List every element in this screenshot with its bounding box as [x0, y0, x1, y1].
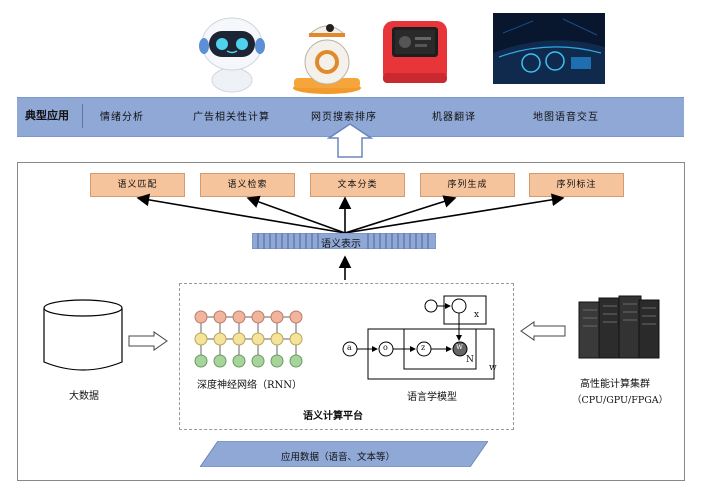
- semantic-representation-label: 语义表示: [321, 239, 361, 250]
- node-w: w: [456, 342, 463, 351]
- plate-w: w: [489, 363, 497, 373]
- plate-N: N: [466, 355, 474, 365]
- node-z: z: [421, 343, 426, 352]
- node-a: a: [347, 343, 352, 352]
- bb8-droid-image: [293, 24, 361, 94]
- linguistic-model-label: 语言学模型: [407, 392, 457, 403]
- server-cluster-image: [578, 295, 660, 359]
- bar-divider: [82, 104, 83, 128]
- app-item-emotion-analysis: 情绪分析: [100, 112, 144, 123]
- smart-display-image: [383, 21, 447, 83]
- task-semantic-retrieval: 语义检索: [200, 173, 295, 197]
- big-data-cylinder: [43, 299, 123, 371]
- left-arrow-into-platform: [520, 321, 566, 341]
- platform-title: 语义计算平台: [303, 411, 363, 422]
- right-arrow-into-platform: [128, 331, 168, 351]
- application-data-ribbon: [200, 441, 488, 467]
- main-frame: [17, 162, 685, 481]
- up-arrow-to-apps: [327, 123, 373, 158]
- task-sequence-labeling: 序列标注: [529, 173, 624, 197]
- task-sequence-generation: 序列生成: [420, 173, 515, 197]
- app-item-machine-translation: 机器翻译: [432, 112, 476, 123]
- typical-applications-title: 典型应用: [25, 109, 69, 122]
- semantic-computing-platform: [179, 283, 514, 430]
- semantic-representation-strip: [252, 233, 436, 249]
- rnn-diagram: [194, 310, 303, 368]
- application-data-label: 应用数据（语音、文本等）: [281, 452, 396, 463]
- big-data-label: 大数据: [69, 391, 99, 402]
- app-item-web-search-ranking: 网页搜索排序: [311, 112, 377, 123]
- rnn-label: 深度神经网络（RNN）: [197, 380, 303, 391]
- robot-image: [199, 17, 265, 93]
- app-item-ad-relevance: 广告相关性计算: [193, 112, 270, 123]
- node-x: x: [474, 310, 480, 320]
- task-text-classification: 文本分类: [310, 173, 405, 197]
- cluster-label-line1: 高性能计算集群: [580, 379, 650, 390]
- car-dashboard-image: [493, 13, 605, 84]
- app-item-map-voice-interaction: 地图语音交互: [533, 112, 599, 123]
- cluster-label-line2: （CPU/GPU/FPGA）: [572, 395, 669, 406]
- linguistic-model-diagram: [342, 295, 495, 380]
- node-o: o: [383, 343, 388, 352]
